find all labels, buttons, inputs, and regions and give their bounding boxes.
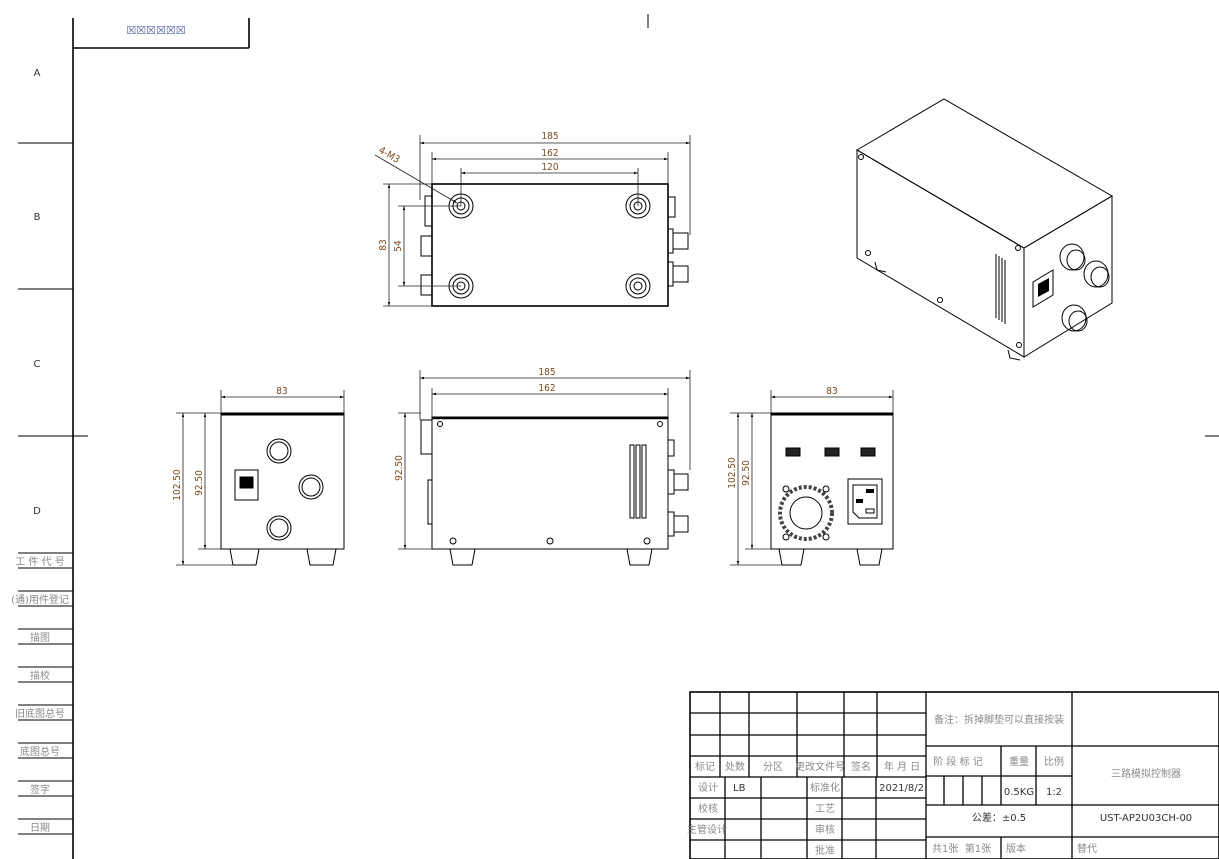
strip-label: (通)用件登记 xyxy=(11,593,69,606)
screw-icon xyxy=(437,421,663,545)
check-label: 校核 xyxy=(698,802,718,815)
strip-label: 旧底图总号 xyxy=(15,707,65,720)
fan-grille-icon xyxy=(778,485,834,541)
dim-label: 83 xyxy=(378,239,389,250)
review-label: 审核 xyxy=(815,823,835,836)
vent-slots-icon xyxy=(995,254,1006,324)
dim-label: 83 xyxy=(826,386,837,397)
sheets-text: 共1张 第1张 xyxy=(932,842,991,855)
rev-header: 标记 xyxy=(695,761,715,773)
dim-label: 102.50 xyxy=(172,469,183,501)
front-view: 83 102.50 92.50 xyxy=(172,386,345,566)
top-view: 185 162 120 83 54 4-M3 xyxy=(374,131,691,307)
dim-label: 162 xyxy=(538,383,555,394)
process-label: 工艺 xyxy=(815,803,835,815)
title-block: 备注：拆掉脚垫可以直接按装 标记 处数 分区 更改文件号 签名 年 月 日 阶 … xyxy=(687,691,1219,859)
drawing-number: UST-AP2U03CH-00 xyxy=(1100,813,1192,824)
rev-header: 处数 xyxy=(725,760,745,773)
callout-label: 4-M3 xyxy=(377,145,402,166)
power-inlet-icon xyxy=(847,478,883,525)
note-text: 备注：拆掉脚垫可以直接按装 xyxy=(934,713,1064,726)
zone-label-b: B xyxy=(34,212,41,223)
design-label: 设计 xyxy=(698,781,718,794)
strip-label: 描图 xyxy=(30,631,50,644)
rev-header: 签名 xyxy=(851,760,871,773)
strip-label: 工 件 代 号 xyxy=(15,556,65,568)
connector-icon xyxy=(785,447,876,457)
strip-label: 签字 xyxy=(30,783,50,796)
dim-label: 102.50 xyxy=(727,457,738,489)
dim-label: 54 xyxy=(393,240,404,252)
rev-header: 更改文件号 xyxy=(795,760,845,773)
rear-view: 83 102.50 92.50 xyxy=(727,386,894,566)
standardize-label: 标准化 xyxy=(810,781,840,794)
dim-label: 92.50 xyxy=(194,470,205,496)
zone-label-c: C xyxy=(34,359,41,370)
knob-icon xyxy=(266,438,292,464)
dim-label: 92.50 xyxy=(741,460,752,486)
replace-label: 替代 xyxy=(1077,842,1097,855)
chief-label: 主管设计 xyxy=(687,823,727,836)
power-switch-icon xyxy=(1032,269,1054,308)
rev-header: 年 月 日 xyxy=(884,760,920,773)
dim-label: 83 xyxy=(276,386,287,397)
strip-label: 日期 xyxy=(30,822,50,834)
zone-label-d: D xyxy=(33,506,41,517)
side-view: 185 162 92.50 xyxy=(394,367,691,566)
knob-icon xyxy=(1061,304,1088,332)
power-switch-icon xyxy=(234,469,259,501)
drawing-frame: ☒☒☒☒☒☒ A B C D 工 件 代 号 (通)用件登记 描图 描校 旧底图… xyxy=(11,14,1219,859)
knob-icon xyxy=(1083,260,1110,288)
approve-label: 批准 xyxy=(815,844,835,857)
dim-label: 120 xyxy=(541,162,558,173)
designer-value: LB xyxy=(733,783,746,794)
dim-label: 92.50 xyxy=(394,455,405,481)
drawing-title-placeholder: ☒☒☒☒☒☒ xyxy=(126,24,185,37)
dim-label: 185 xyxy=(541,131,558,142)
date-value: 2021/8/2 xyxy=(879,783,924,794)
knob-icon xyxy=(266,515,292,541)
rev-header: 分区 xyxy=(763,761,783,773)
tolerance-text: 公差：±0.5 xyxy=(972,811,1026,824)
screw-icon xyxy=(625,273,651,299)
knob-icon xyxy=(1059,243,1086,271)
weight-label: 重量 xyxy=(1009,755,1029,768)
version-label: 版本 xyxy=(1006,842,1026,855)
knob-icon xyxy=(298,474,324,500)
scale-label: 比例 xyxy=(1044,755,1064,768)
strip-label: 描校 xyxy=(30,669,50,682)
strip-label: 底图总号 xyxy=(20,745,60,758)
weight-value: 0.5KG xyxy=(1004,787,1034,798)
dim-label: 185 xyxy=(538,367,555,378)
dim-label: 162 xyxy=(541,148,558,159)
isometric-view xyxy=(856,98,1113,361)
vent-slots-icon xyxy=(629,444,647,519)
zone-label-a: A xyxy=(34,68,41,79)
scale-value: 1:2 xyxy=(1046,787,1062,798)
stage-label: 阶 段 标 记 xyxy=(933,755,983,768)
product-name: 三路模拟控制器 xyxy=(1111,767,1181,780)
